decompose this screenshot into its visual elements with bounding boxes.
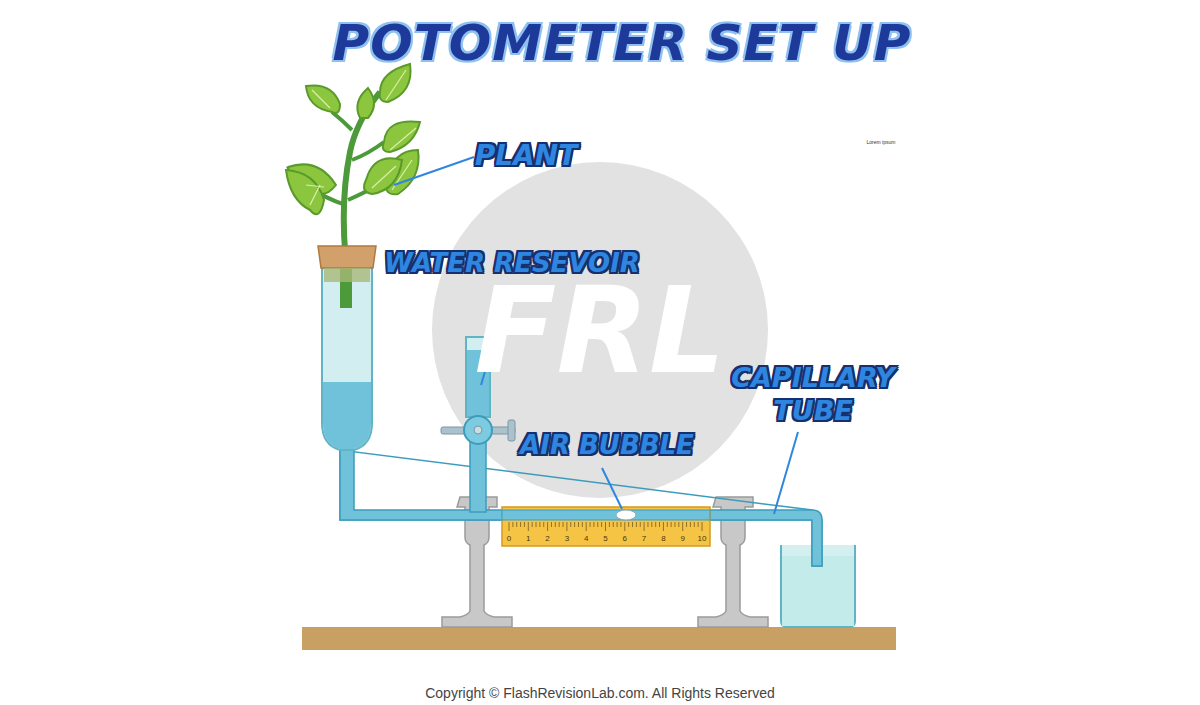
bench bbox=[302, 627, 896, 650]
tick bbox=[520, 522, 521, 527]
tick bbox=[578, 522, 579, 527]
tick bbox=[539, 522, 540, 527]
tick bbox=[647, 522, 648, 527]
tick bbox=[640, 522, 641, 527]
tick bbox=[632, 522, 633, 527]
tick bbox=[617, 522, 618, 527]
tick bbox=[609, 522, 610, 527]
tick bbox=[516, 522, 517, 527]
part-label: AIR BUBBLE bbox=[520, 430, 694, 460]
ruler-number: 7 bbox=[642, 534, 646, 543]
tick bbox=[671, 522, 672, 527]
copyright-caption: Copyright © FlashRevisionLab.com. All Ri… bbox=[425, 685, 775, 701]
tick bbox=[593, 522, 594, 527]
tick bbox=[509, 522, 510, 531]
tap-knob bbox=[508, 420, 515, 441]
tick bbox=[590, 522, 591, 527]
tick bbox=[620, 522, 621, 527]
tubing bbox=[340, 448, 822, 566]
tick bbox=[702, 522, 703, 531]
tick bbox=[636, 522, 637, 527]
tick bbox=[547, 522, 548, 531]
tick bbox=[532, 522, 533, 527]
tick bbox=[512, 522, 513, 527]
part-label: CAPILLARY TUBE bbox=[728, 361, 898, 427]
ruler-number: 5 bbox=[603, 534, 607, 543]
tap-handle bbox=[441, 427, 515, 434]
tick bbox=[605, 522, 606, 531]
part-label: PLANT bbox=[475, 139, 578, 172]
tick bbox=[586, 522, 587, 531]
tick bbox=[674, 522, 675, 527]
ruler-number: 10 bbox=[698, 534, 707, 543]
placeholder-text: Lorem ipsum bbox=[867, 139, 896, 145]
tick bbox=[574, 522, 575, 527]
tick bbox=[613, 522, 614, 527]
tick bbox=[686, 522, 687, 527]
tick bbox=[644, 522, 645, 531]
tick bbox=[524, 522, 525, 527]
ruler-number: 6 bbox=[623, 534, 627, 543]
tick bbox=[663, 522, 664, 531]
tick bbox=[543, 522, 544, 527]
tick bbox=[624, 522, 625, 531]
tick bbox=[694, 522, 695, 527]
tick bbox=[659, 522, 660, 527]
tick bbox=[597, 522, 598, 527]
tick bbox=[570, 522, 571, 527]
ruler-number: 2 bbox=[545, 534, 549, 543]
tick bbox=[628, 522, 629, 527]
tick bbox=[551, 522, 552, 527]
tick bbox=[559, 522, 560, 527]
tap-centre bbox=[474, 426, 482, 434]
tick bbox=[563, 522, 564, 527]
tick bbox=[667, 522, 668, 527]
ruler-number: 9 bbox=[680, 534, 684, 543]
air-bubble bbox=[616, 510, 636, 520]
tick bbox=[601, 522, 602, 527]
tick bbox=[690, 522, 691, 527]
tick bbox=[651, 522, 652, 527]
tick bbox=[528, 522, 529, 531]
leader-lines bbox=[394, 157, 798, 514]
tick bbox=[678, 522, 679, 527]
tick bbox=[566, 522, 567, 531]
tick bbox=[555, 522, 556, 527]
ruler bbox=[502, 507, 710, 546]
ruler-number: 8 bbox=[661, 534, 665, 543]
tick bbox=[655, 522, 656, 527]
tap-valve bbox=[464, 416, 492, 444]
ruler-number: 1 bbox=[526, 534, 530, 543]
tick bbox=[698, 522, 699, 527]
capillary-over-ruler bbox=[502, 510, 710, 520]
vessel-water bbox=[323, 382, 371, 449]
vessel bbox=[322, 268, 372, 450]
tick bbox=[682, 522, 683, 531]
title: POTOMETER SET UP bbox=[333, 14, 912, 72]
ruler-ticks bbox=[509, 522, 702, 531]
ruler-number: 0 bbox=[507, 534, 511, 543]
ruler-number: 4 bbox=[584, 534, 588, 543]
tick bbox=[536, 522, 537, 527]
ruler-number: 3 bbox=[565, 534, 569, 543]
tick bbox=[582, 522, 583, 527]
watermark: FRL bbox=[475, 261, 726, 400]
reservoir-stem bbox=[470, 440, 486, 512]
